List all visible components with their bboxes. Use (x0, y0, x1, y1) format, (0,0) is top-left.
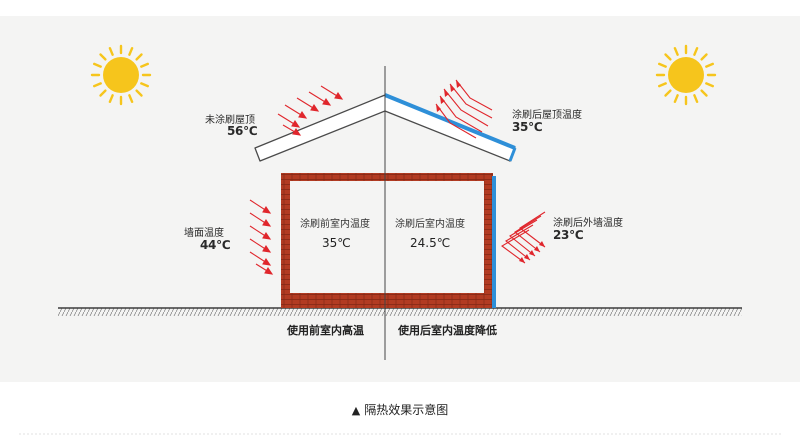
inside-before-title: 涂刷前室内温度 (300, 219, 370, 230)
sun-left-icon (90, 44, 152, 106)
dotted-divider (18, 433, 782, 435)
bottom-label-before: 使用前室内高温 (287, 324, 364, 337)
wall-before-title: 墙面温度 (184, 228, 224, 239)
wall-coating-strip (492, 176, 496, 308)
roof-coating-strip (384, 93, 516, 150)
inside-before-temp: 35℃ (322, 236, 351, 250)
heat-arrows-wall-after (501, 211, 546, 264)
heat-arrows-roof-before (277, 85, 344, 136)
wall-after-temp: 23℃ (553, 228, 584, 242)
heat-arrows-wall-before (249, 199, 274, 275)
heat-arrows-roof-after (435, 79, 493, 139)
roof-after-title: 涂刷后屋顶温度 (512, 110, 582, 121)
caption-text: 隔热效果示意图 (364, 403, 449, 417)
sun-right-icon (655, 44, 717, 106)
triangle-up-icon: ▲ (351, 404, 361, 417)
wall-before-temp: 44℃ (200, 238, 231, 252)
figure-caption: ▲隔热效果示意图 (0, 401, 800, 418)
roof-before-temp: 56℃ (227, 124, 258, 138)
bottom-label-after: 使用后室内温度降低 (398, 324, 497, 337)
inside-after-title: 涂刷后室内温度 (395, 219, 465, 230)
wall-after-title: 涂刷后外墙温度 (553, 218, 623, 229)
roof-after-temp: 35℃ (512, 120, 543, 134)
inside-after-temp: 24.5℃ (410, 236, 451, 250)
house-walls (281, 173, 493, 308)
ground-hatch (58, 308, 742, 316)
roof-before-title: 未涂刷屋顶 (205, 115, 255, 126)
